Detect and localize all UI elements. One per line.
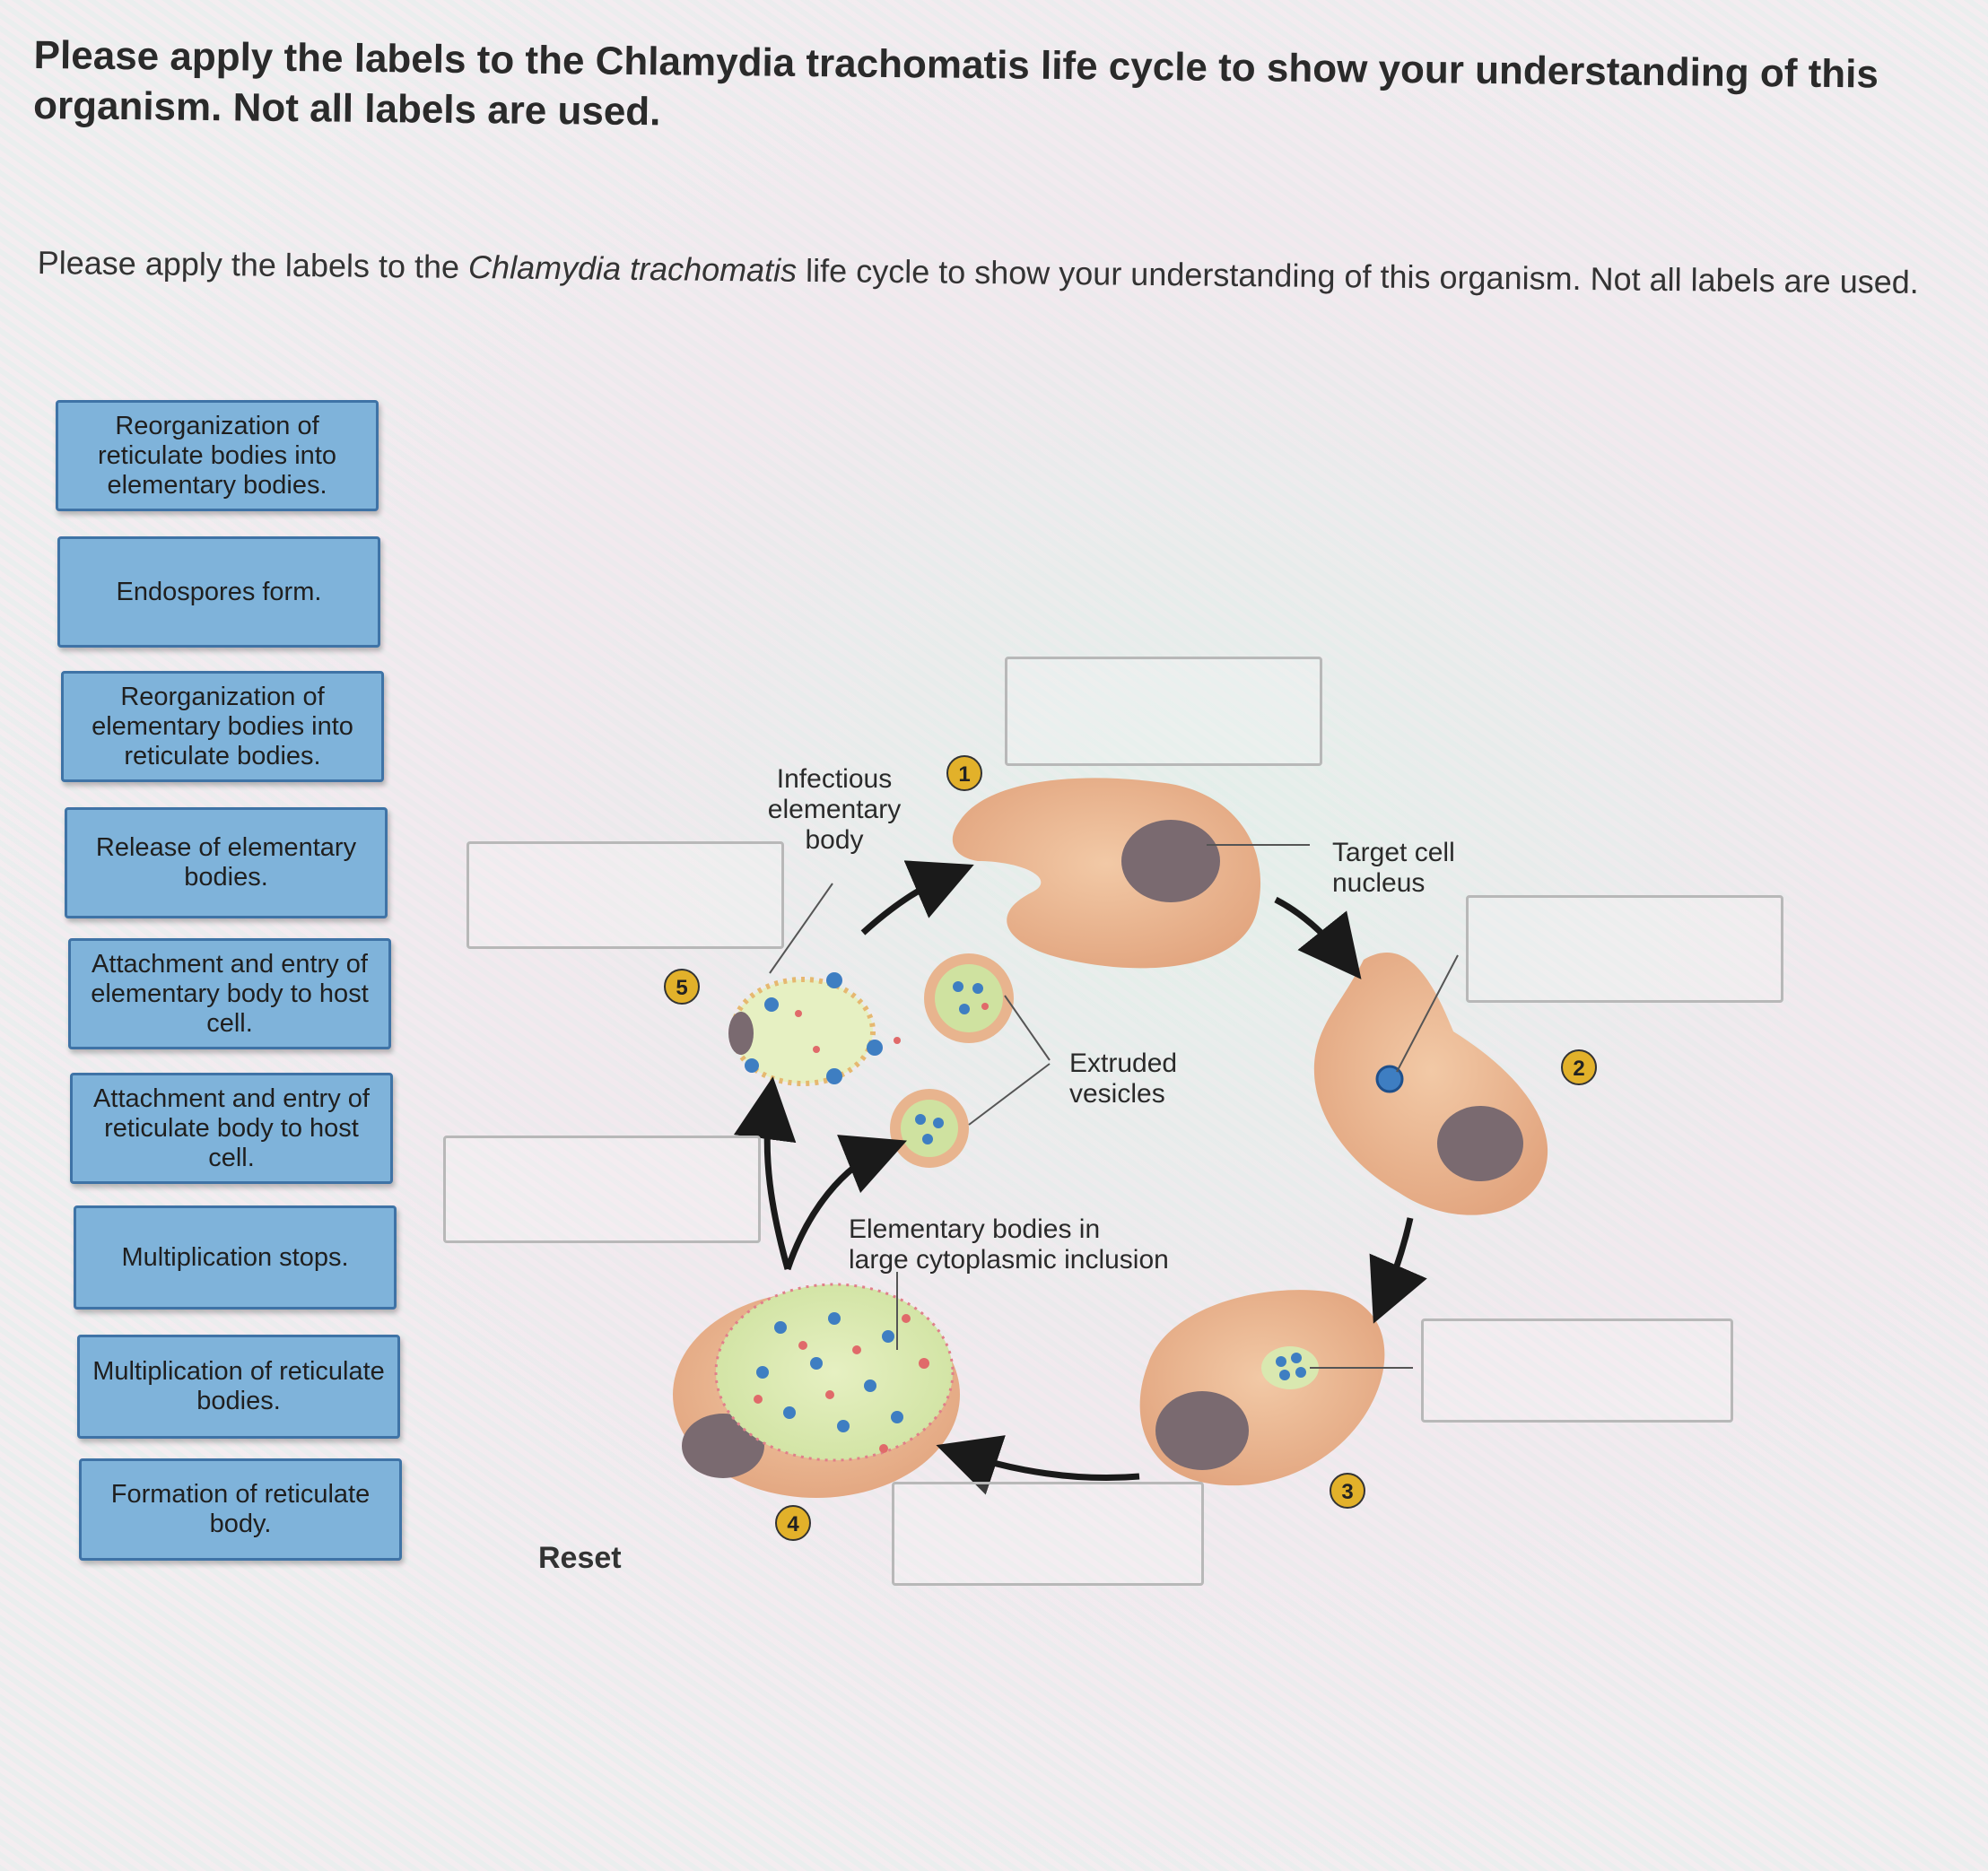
svg-text:2: 2 xyxy=(1573,1057,1584,1081)
extruded-vesicles-label: Extruded vesicles xyxy=(1069,1049,1177,1109)
drop-zone-step4[interactable] xyxy=(892,1482,1204,1586)
label-attachment-rb[interactable]: Attachment and entry of reticulate body … xyxy=(70,1073,393,1184)
cell-nucleus xyxy=(1437,1106,1523,1181)
inclusion-bodies xyxy=(754,1312,929,1453)
arrow-2-to-3 xyxy=(1369,1217,1427,1324)
cycle-arrows xyxy=(733,860,1427,1495)
label-release-eb[interactable]: Release of elementary bodies. xyxy=(65,807,388,918)
target-nucleus-line1: Target cell xyxy=(1332,838,1455,867)
svg-text:4: 4 xyxy=(787,1512,799,1536)
reset-button[interactable]: Reset xyxy=(538,1541,622,1575)
arrow-4-to-5 xyxy=(733,1076,797,1270)
host-cell-step3 xyxy=(1139,1290,1385,1486)
step-badges: 1 2 3 4 5 xyxy=(664,755,1597,1541)
label-reorganization-eb-to-rb[interactable]: Reorganization of elementary bodies into… xyxy=(61,671,384,782)
svg-text:5: 5 xyxy=(676,976,687,1000)
drop-zone-left-middle[interactable] xyxy=(443,1136,761,1243)
host-cell-step4 xyxy=(673,1283,960,1498)
label-endospores-form[interactable]: Endospores form. xyxy=(57,536,380,648)
leader-lines xyxy=(769,844,1459,1369)
cell-nucleus xyxy=(1155,1391,1249,1470)
arrow-5-to-1 xyxy=(860,860,974,936)
infectious-eb-line1: Infectious xyxy=(777,764,892,794)
extruded-vesicles-line1: Extruded xyxy=(1069,1049,1177,1078)
lysing-cell-step5 xyxy=(728,972,901,1086)
drop-zone-step2[interactable] xyxy=(1466,895,1783,1003)
step-badge-2: 2 xyxy=(1561,1049,1597,1085)
arrow-4-to-vesicle xyxy=(784,1135,907,1271)
target-cell-nucleus xyxy=(1121,820,1220,902)
inclusion-line2: large cytoplasmic inclusion xyxy=(849,1245,1169,1275)
small-inclusion xyxy=(1261,1346,1319,1389)
arrow-3-to-4 xyxy=(936,1435,1140,1495)
drop-zone-step1[interactable] xyxy=(1005,657,1322,766)
step-badge-3: 3 xyxy=(1330,1473,1365,1509)
step-badge-5: 5 xyxy=(664,969,700,1005)
infectious-eb-label: Infectious elementary body xyxy=(768,764,901,855)
label-multiplication-stops[interactable]: Multiplication stops. xyxy=(74,1205,397,1310)
drop-zone-step5[interactable] xyxy=(466,841,784,949)
label-reorganization-rb-to-eb[interactable]: Reorganization of reticulate bodies into… xyxy=(56,400,379,511)
target-nucleus-label: Target cell nucleus xyxy=(1332,838,1455,898)
host-cell-step1 xyxy=(952,778,1261,969)
label-multiplication-rb[interactable]: Multiplication of reticulate bodies. xyxy=(77,1335,400,1439)
label-formation-rb[interactable]: Formation of reticulate body. xyxy=(79,1458,402,1561)
inclusion-line1: Elementary bodies in xyxy=(849,1214,1100,1244)
target-nucleus-line2: nucleus xyxy=(1332,868,1425,898)
infectious-eb-line2: elementary xyxy=(768,795,901,824)
large-cytoplasmic-inclusion xyxy=(714,1283,955,1462)
step-badge-4: 4 xyxy=(775,1505,811,1541)
host-cell-step2 xyxy=(1313,952,1548,1215)
extruded-vesicles xyxy=(890,953,1014,1168)
label-attachment-eb[interactable]: Attachment and entry of elementary body … xyxy=(68,938,391,1049)
inclusion-label: Elementary bodies in large cytoplasmic i… xyxy=(849,1214,1169,1275)
elementary-body xyxy=(1375,1065,1404,1093)
svg-text:1: 1 xyxy=(958,762,970,787)
step-badge-1: 1 xyxy=(946,755,982,791)
infectious-eb-line3: body xyxy=(805,825,863,855)
drop-zone-step3[interactable] xyxy=(1421,1318,1733,1423)
arrow-1-to-2 xyxy=(1274,896,1362,979)
extruded-vesicles-line2: vesicles xyxy=(1069,1079,1165,1109)
svg-text:3: 3 xyxy=(1341,1480,1353,1504)
